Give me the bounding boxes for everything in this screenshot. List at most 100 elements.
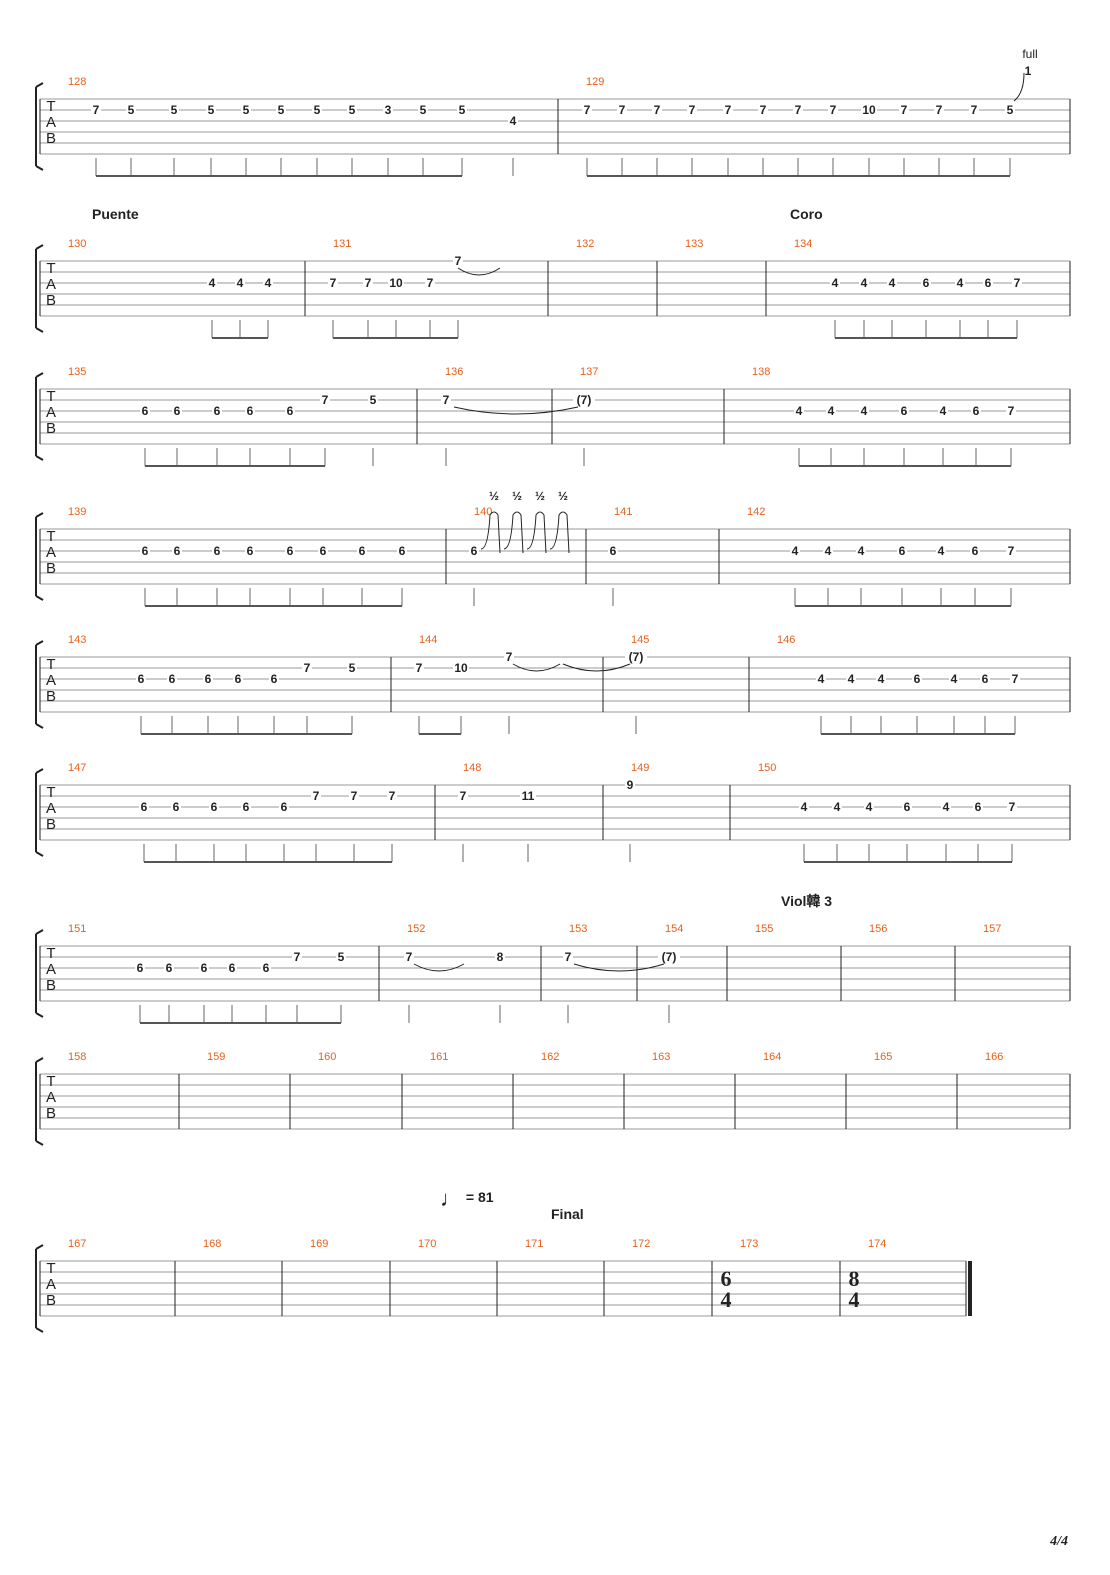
fret-number: 6: [982, 672, 989, 686]
fret-number: 4: [951, 672, 958, 686]
fret-backdrop: [1006, 405, 1016, 417]
measure-number: 129: [586, 76, 604, 88]
fret-backdrop: [397, 545, 407, 557]
fret-backdrop: [453, 255, 463, 267]
tab-clef-letter: A: [46, 114, 56, 131]
fret-number: 6: [141, 800, 148, 814]
fret-number: 4: [861, 404, 868, 418]
system-bracket: [35, 244, 44, 333]
section-label-final: Final: [551, 1206, 584, 1222]
fret-number: 4: [866, 800, 873, 814]
fret-backdrop: [971, 405, 981, 417]
fret-number: 7: [455, 254, 462, 268]
fret-number: 7: [654, 103, 661, 117]
fret-backdrop: [897, 545, 907, 557]
fret-backdrop: [859, 277, 869, 289]
measure-number: 152: [407, 923, 425, 935]
fret-number: 6: [214, 404, 221, 418]
tab-clef-letter: A: [46, 1276, 56, 1293]
fret-number: 6: [972, 544, 979, 558]
section-label-puente: Puente: [92, 206, 139, 222]
fret-backdrop: [169, 104, 179, 116]
fret-backdrop: [387, 790, 397, 802]
fret-backdrop: [347, 662, 357, 674]
fret-backdrop: [245, 545, 255, 557]
tab-clef-letter: B: [46, 560, 56, 577]
fret-backdrop: [245, 405, 255, 417]
measure-number: 156: [869, 923, 887, 935]
fret-number: 10: [454, 661, 468, 675]
fret-backdrop: [135, 962, 145, 974]
fret-backdrop: [687, 104, 697, 116]
fret-number: 6: [359, 544, 366, 558]
fret-backdrop: [441, 394, 451, 406]
fret-backdrop: [887, 277, 897, 289]
fret-backdrop: [758, 104, 768, 116]
fret-number: 4: [828, 404, 835, 418]
fret-backdrop: [652, 104, 662, 116]
system-bracket: [35, 82, 44, 171]
fret-number: 4: [834, 800, 841, 814]
fret-backdrop: [828, 104, 838, 116]
fret-number: 4: [265, 276, 272, 290]
fret-number: 7: [1014, 276, 1021, 290]
fret-number: 4: [940, 404, 947, 418]
tempo-marking: ♩ = 81: [440, 1186, 494, 1212]
fret-backdrop: [1006, 545, 1016, 557]
tie-arc: [453, 406, 579, 415]
fret-backdrop: [902, 801, 912, 813]
fret-backdrop: [241, 104, 251, 116]
quarter-note-icon: ♩: [440, 1186, 462, 1211]
fret-backdrop: [830, 277, 840, 289]
page-number: 4/4: [1050, 1534, 1068, 1549]
fret-backdrop: [949, 673, 959, 685]
tempo-value: = 81: [465, 1189, 494, 1205]
fret-number: 7: [416, 661, 423, 675]
fret-number: 6: [263, 961, 270, 975]
fret-backdrop: [955, 277, 965, 289]
fret-number: 9: [627, 778, 634, 792]
fret-backdrop: [363, 277, 373, 289]
fret-backdrop: [608, 545, 618, 557]
time-signature-bottom: 4: [849, 1287, 860, 1312]
measure-number: 155: [755, 923, 773, 935]
fret-backdrop: [816, 673, 826, 685]
measure-number: 154: [665, 923, 683, 935]
fret-number: 6: [142, 404, 149, 418]
fret-backdrop: [983, 277, 993, 289]
fret-number: 10: [862, 103, 876, 117]
fret-number: 7: [351, 789, 358, 803]
fret-backdrop: [617, 104, 627, 116]
tie-arc: [413, 963, 465, 972]
fret-backdrop: [793, 104, 803, 116]
measure-number: 168: [203, 1238, 221, 1250]
fret-backdrop: [899, 104, 909, 116]
fret-backdrop: [172, 405, 182, 417]
fret-number: 6: [247, 404, 254, 418]
fret-backdrop: [336, 951, 346, 963]
system-bracket: [35, 768, 44, 857]
fret-number: 6: [899, 544, 906, 558]
bend-target: 1: [1025, 64, 1032, 78]
fret-backdrop: [279, 801, 289, 813]
fret-number: 4: [818, 672, 825, 686]
time-signature-bottom: 4: [721, 1287, 732, 1312]
fret-number: 6: [174, 404, 181, 418]
fret-number: 4: [938, 544, 945, 558]
fret-backdrop: [899, 405, 909, 417]
measure-number: 130: [68, 238, 86, 250]
fret-number: (7): [662, 950, 677, 964]
fret-backdrop: [349, 790, 359, 802]
fret-number: 7: [936, 103, 943, 117]
tab-clef-letter: B: [46, 1105, 56, 1122]
measure-number: 159: [207, 1051, 225, 1063]
fret-backdrop: [495, 951, 505, 963]
fret-backdrop: [969, 104, 979, 116]
fret-number: 6: [137, 961, 144, 975]
measure-number: 161: [430, 1051, 448, 1063]
fret-backdrop: [418, 104, 428, 116]
measure-number: 143: [68, 634, 86, 646]
fret-backdrop: [504, 651, 514, 663]
fret-backdrop: [425, 277, 435, 289]
fret-number: 4: [209, 276, 216, 290]
